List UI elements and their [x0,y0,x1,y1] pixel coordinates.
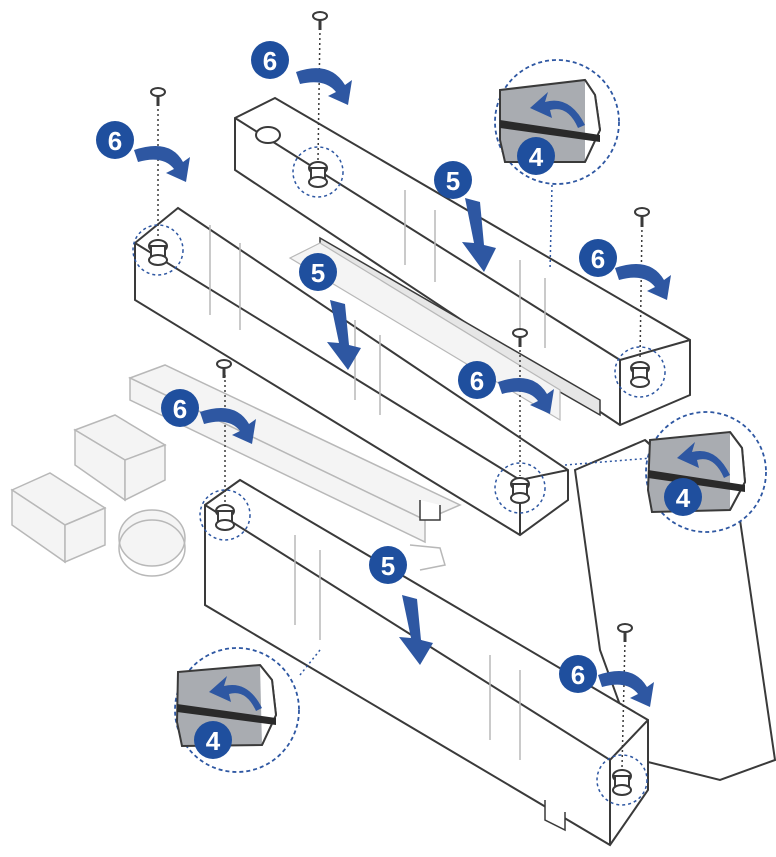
rotate-arrow-icon [134,146,190,182]
screw-mid-left [150,87,166,238]
peel-arrow-icon [209,676,262,711]
step-badge-6-bottom-left: 6 [161,389,199,427]
step-label: 4 [529,142,544,172]
step-badge-6-top-right: 6 [579,239,617,277]
step-label: 5 [446,166,460,196]
screw-bottom-left [216,359,232,503]
step-label: 6 [470,366,484,396]
step-label: 5 [381,551,395,581]
step-label: 6 [263,46,277,76]
step-badges: 6 6 6 6 6 6 5 5 [96,41,702,759]
step-badge-6-bottom-right: 6 [559,655,597,693]
step-label: 6 [591,244,605,274]
bottom-heatsink-plate [204,478,649,847]
step-label: 4 [206,726,221,756]
step-label: 6 [108,126,122,156]
rotate-arrow-icon [498,378,554,414]
arrow-down-icon [462,198,496,272]
step-label: 6 [173,394,187,424]
screw-top-left [312,11,328,161]
step-badge-5-middle: 5 [299,253,337,291]
screws [150,11,650,769]
step-badge-5-top: 5 [434,161,472,199]
standoff-bottom-right [596,754,648,806]
arrow-down-icon [399,595,433,665]
arrow-down-icon [327,300,361,370]
top-heatsink-plate [234,96,691,427]
rotate-arrow-icon [615,264,671,300]
step-label: 6 [571,660,585,690]
rotate-arrow-icon [296,68,352,105]
screw-bottom-right [617,623,633,769]
rotate-arrow-icon [200,408,256,444]
standoffs [132,146,666,806]
callout-bottom [174,647,321,773]
screw-mid-right [512,328,528,476]
standoff-bottom-left [199,489,251,541]
step-badge-5-bottom: 5 [369,546,407,584]
standoff-top-left [292,146,344,198]
standoff-mid-right [494,462,546,514]
peel-arrow-icon [530,92,585,128]
insert-arrows [327,198,496,665]
step-badge-4-top: 4 [517,137,555,175]
rotate-arrow-icon [598,671,654,707]
standoff-top-right [614,346,666,398]
step-label: 5 [311,258,325,288]
rotation-arrows [134,68,671,707]
standoff-mid-left [132,224,184,276]
step-badge-6-mid-right: 6 [458,361,496,399]
peel-arrow-icon [677,442,730,478]
step-badge-4-right: 4 [664,478,702,516]
screw-top-right [634,207,650,361]
step-badge-4-bottom: 4 [194,721,232,759]
step-badge-6-top-left: 6 [251,41,289,79]
step-badge-6-mid-left: 6 [96,121,134,159]
step-label: 4 [676,483,691,513]
